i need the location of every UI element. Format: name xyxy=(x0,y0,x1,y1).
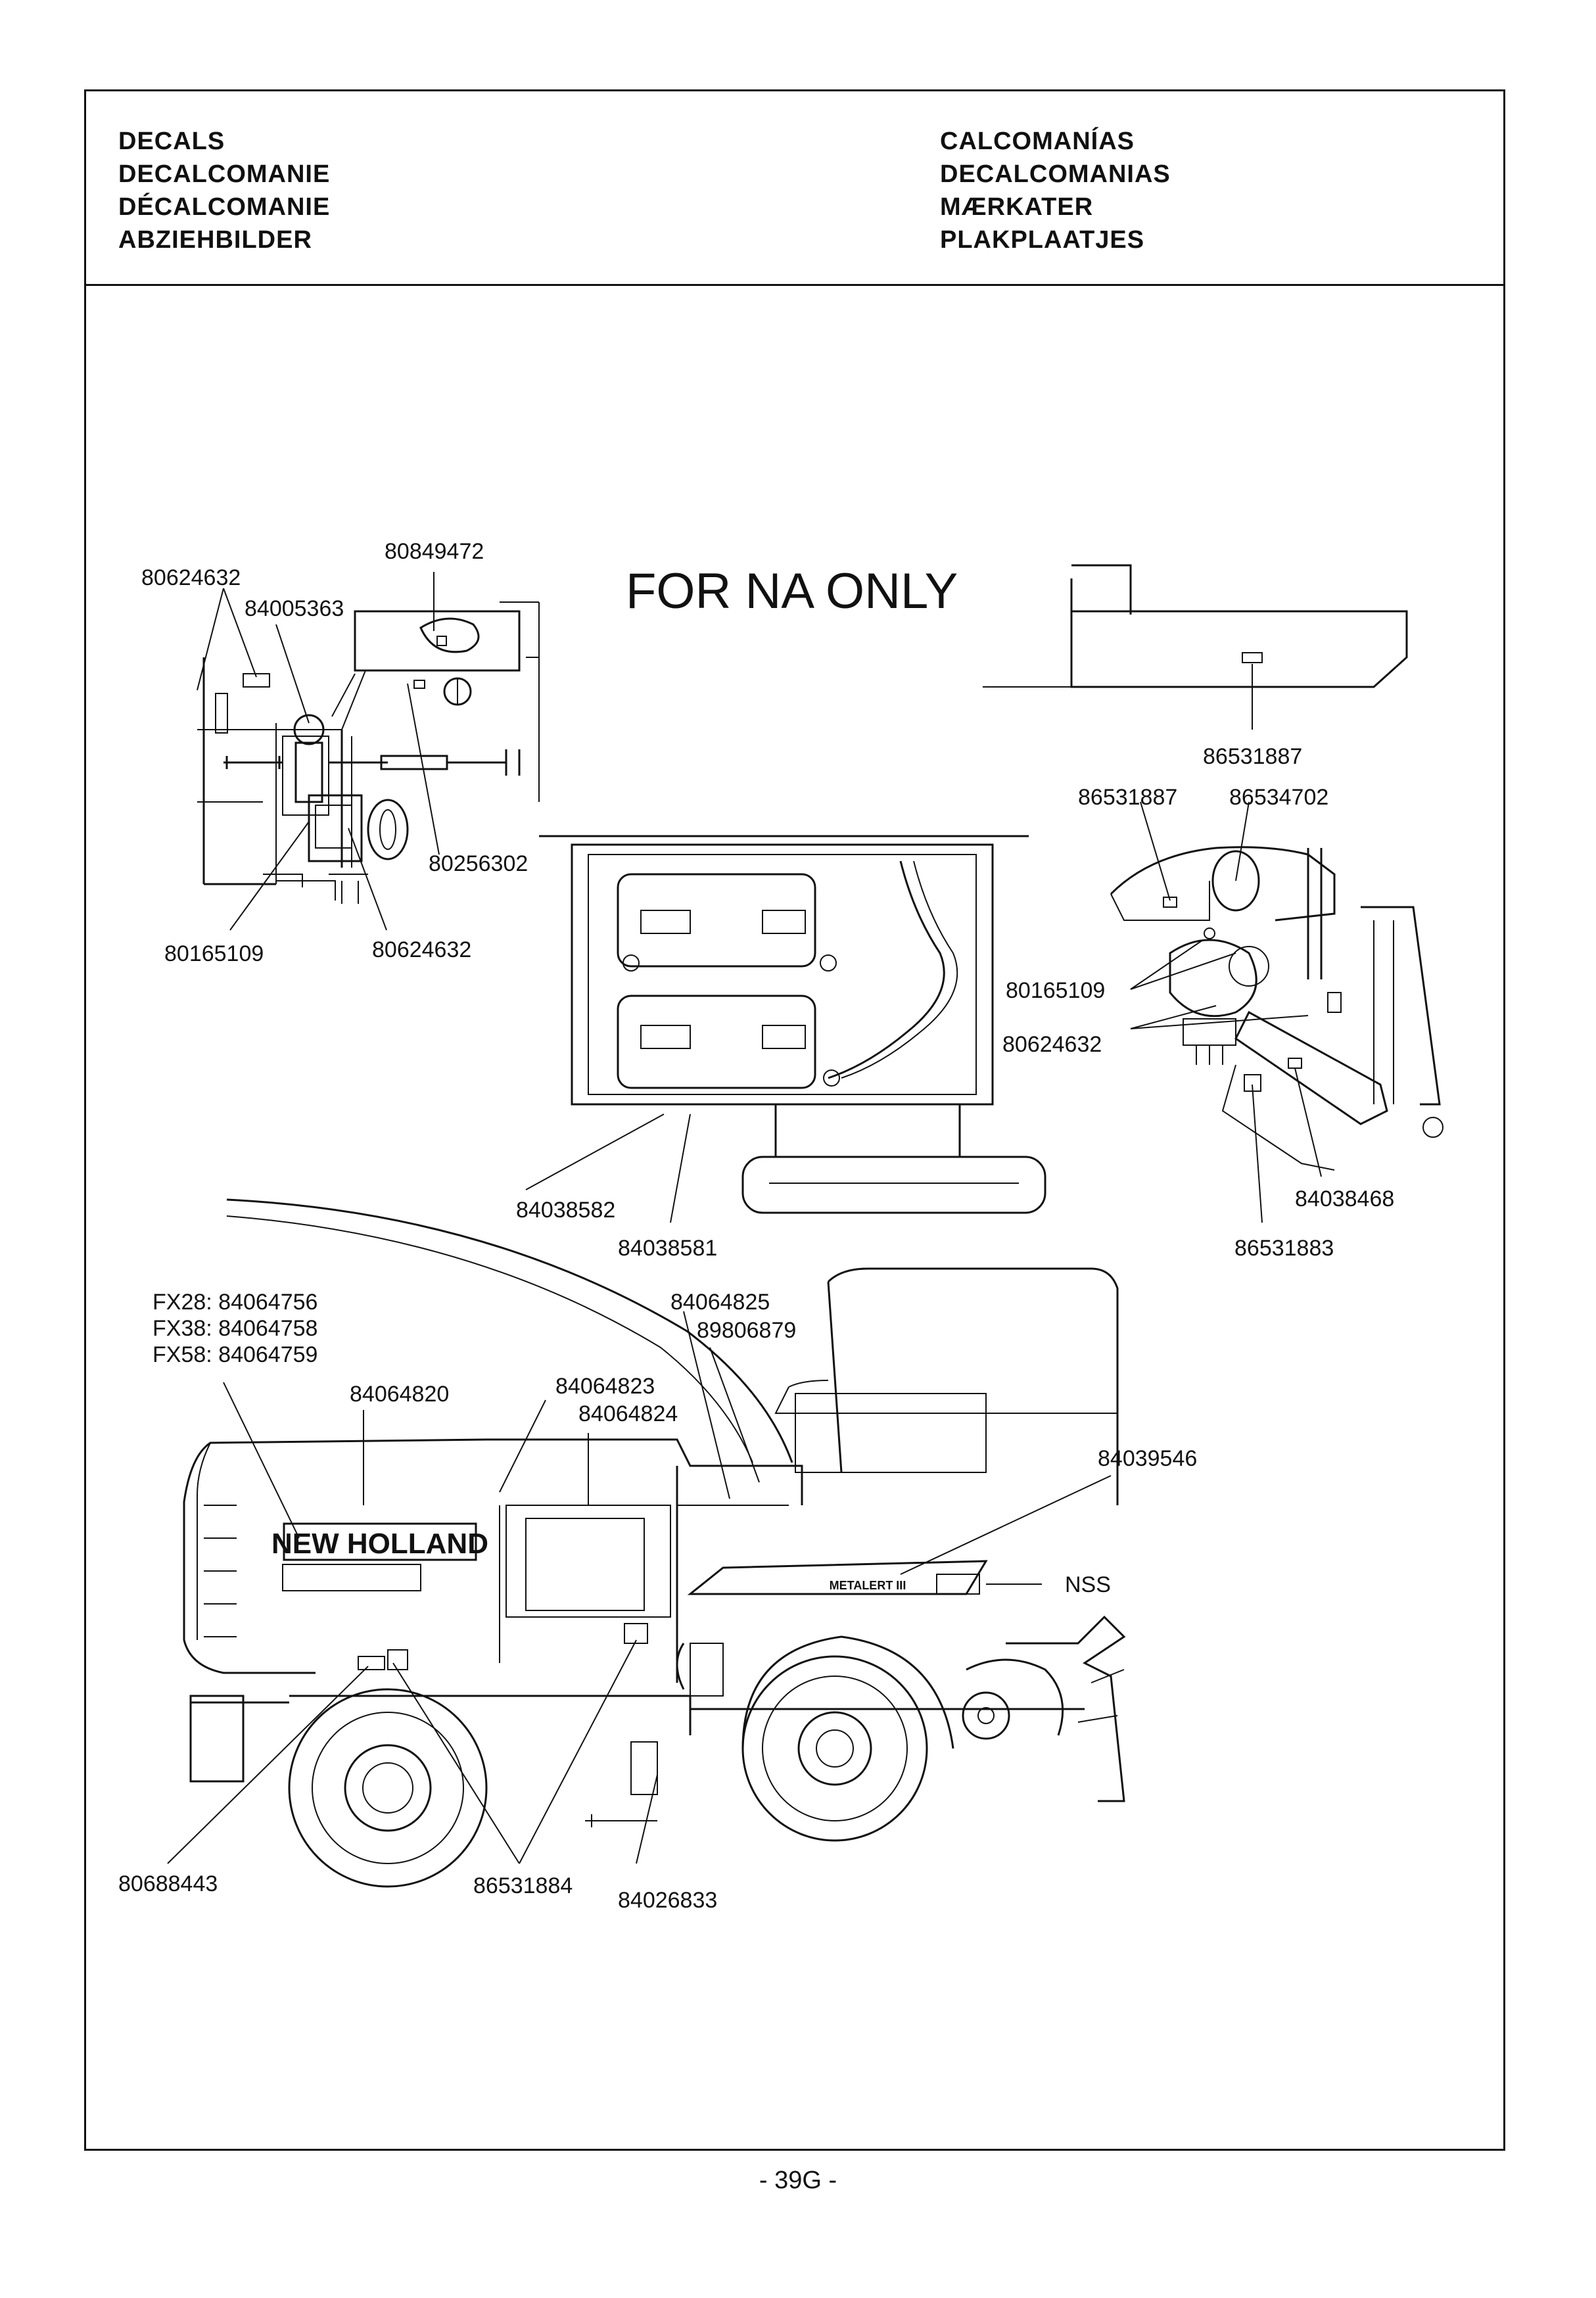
page-number: - 39G - xyxy=(759,2167,837,2194)
label-80624632-top: 80624632 xyxy=(141,565,241,590)
label-84039546: 84039546 xyxy=(1098,1446,1197,1471)
harvester-illustration: NEW HOLLAND METALERT III xyxy=(183,1198,1126,1888)
label-84064825: 84064825 xyxy=(670,1290,770,1315)
header-divider xyxy=(84,284,1505,286)
label-84064824: 84064824 xyxy=(578,1401,678,1426)
label-84005363: 84005363 xyxy=(245,596,344,621)
label-89806879: 89806879 xyxy=(697,1318,796,1343)
note-for-na-only: FOR NA ONLY xyxy=(626,563,958,619)
label-84064820: 84064820 xyxy=(350,1382,449,1407)
title-plakplaatjes: PLAKPLAATJES xyxy=(940,226,1145,254)
title-abziehbilder: ABZIEHBILDER xyxy=(118,226,312,254)
title-decalcomanie-fr: DÉCALCOMANIE xyxy=(118,193,331,221)
label-80165109-right: 80165109 xyxy=(1006,978,1105,1003)
label-nss: NSS xyxy=(1065,1572,1111,1597)
label-86534702: 86534702 xyxy=(1229,785,1328,810)
label-fx58: FX58: 84064759 xyxy=(153,1342,317,1367)
label-84026833: 84026833 xyxy=(618,1888,717,1913)
label-80624632-bottom: 80624632 xyxy=(372,937,471,962)
label-84038468: 84038468 xyxy=(1295,1186,1394,1211)
metalert-badge: METALERT III xyxy=(830,1579,906,1592)
page-frame xyxy=(84,89,1505,2151)
label-fx38: FX38: 84064758 xyxy=(153,1316,317,1341)
title-maerkater: MÆRKATER xyxy=(940,193,1094,221)
title-calcomanias: CALCOMANÍAS xyxy=(940,128,1135,155)
new-holland-logo: NEW HOLLAND xyxy=(271,1528,488,1560)
label-86531887-a: 86531887 xyxy=(1203,744,1302,769)
label-fx28: FX28: 84064756 xyxy=(153,1290,317,1315)
pto-assembly-illustration xyxy=(197,601,540,904)
label-86531887-b: 86531887 xyxy=(1078,785,1177,810)
header-mechanism-illustration xyxy=(1110,846,1443,1171)
label-80256302: 80256302 xyxy=(429,851,528,876)
label-84038582: 84038582 xyxy=(516,1198,615,1223)
na-box-illustration xyxy=(983,564,1408,688)
label-80624632-right: 80624632 xyxy=(1002,1032,1102,1057)
label-84038581: 84038581 xyxy=(618,1236,717,1261)
label-86531883: 86531883 xyxy=(1234,1236,1334,1261)
label-86531884: 86531884 xyxy=(473,1873,573,1898)
label-80165109-left: 80165109 xyxy=(164,941,264,966)
battery-box-illustration xyxy=(539,835,1046,1214)
title-decalcomanie-it: DECALCOMANIE xyxy=(118,160,331,188)
label-80688443: 80688443 xyxy=(118,1871,218,1896)
title-decalcomanias-pt: DECALCOMANIAS xyxy=(940,160,1171,188)
header-right-titles: CALCOMANÍAS DECALCOMANIAS MÆRKATER PLAKP… xyxy=(940,125,1171,256)
title-decals: DECALS xyxy=(118,128,225,155)
header-left-titles: DECALS DECALCOMANIE DÉCALCOMANIE ABZIEHB… xyxy=(118,125,330,256)
label-80849472: 80849472 xyxy=(385,539,484,564)
label-84064823: 84064823 xyxy=(555,1374,655,1399)
